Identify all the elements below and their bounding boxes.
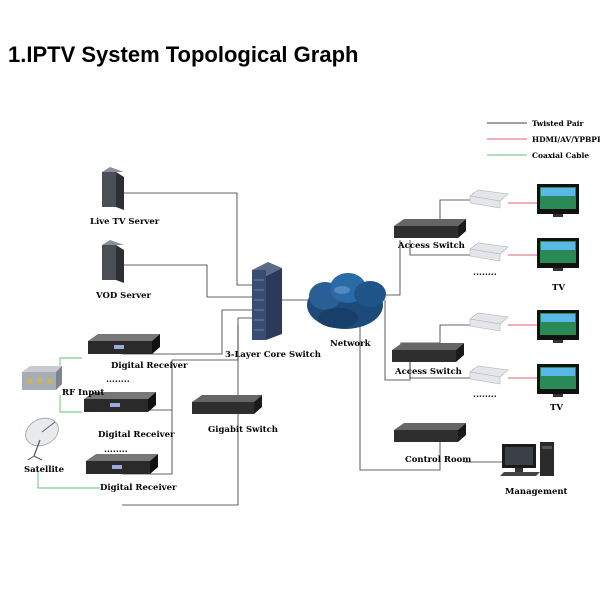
management-label: Management — [505, 487, 568, 497]
digital-receiver-3-label: Digital Receiver — [100, 483, 177, 493]
gigabit-switch-label: Gigabit Switch — [208, 425, 278, 435]
digital-receiver-icon — [84, 334, 160, 474]
rf-input-label: RF Input — [62, 388, 104, 398]
set-top-box-icon — [469, 189, 509, 385]
tv-icon — [537, 184, 579, 397]
stb-dots-1: ........ — [473, 268, 497, 278]
receiver-dots-1: ........ — [106, 375, 130, 385]
control-room-switch-icon — [394, 423, 466, 442]
legend-coaxial: Coaxial Cable — [532, 151, 589, 160]
tv-label-2: TV — [550, 403, 563, 413]
digital-receiver-1-label: Digital Receiver — [111, 361, 188, 371]
hdmi-links — [508, 202, 537, 379]
core-switch-icon — [252, 262, 282, 340]
vod-server-label: VOD Server — [95, 291, 152, 301]
live-tv-server-icon — [102, 167, 124, 210]
digital-receiver-2-label: Digital Receiver — [98, 430, 175, 440]
legend-hdmi: HDMI/AV/YPBPR — [532, 135, 600, 144]
management-pc-icon — [500, 442, 554, 476]
control-room-label: Control Room — [405, 455, 471, 465]
receiver-dots-2: ........ — [104, 445, 128, 455]
network-cloud-icon — [307, 273, 386, 329]
core-switch-label: 3-Layer Core Switch — [225, 350, 321, 360]
live-tv-server-label: Live TV Server — [90, 217, 160, 227]
satellite-dish-icon — [25, 417, 59, 461]
tv-label-1: TV — [552, 283, 565, 293]
network-label: Network — [330, 339, 372, 349]
access-switch-2-label: Access Switch — [394, 367, 462, 377]
page-title: 1.IPTV System Topological Graph — [8, 42, 359, 67]
legend-twisted-pair: Twisted Pair — [532, 119, 585, 128]
access-switch-1-icon — [394, 219, 466, 238]
stb-dots-2: ........ — [473, 390, 497, 400]
vod-server-icon — [102, 240, 124, 283]
satellite-label: Satellite — [24, 465, 65, 475]
legend: Twisted Pair HDMI/AV/YPBPR Coaxial Cable — [487, 119, 600, 160]
access-switch-1-label: Access Switch — [397, 241, 465, 251]
rf-input-icon — [22, 366, 62, 390]
twisted-pair-links — [122, 192, 502, 506]
access-switch-2-icon — [392, 343, 464, 362]
gigabit-switch-icon — [192, 395, 262, 414]
